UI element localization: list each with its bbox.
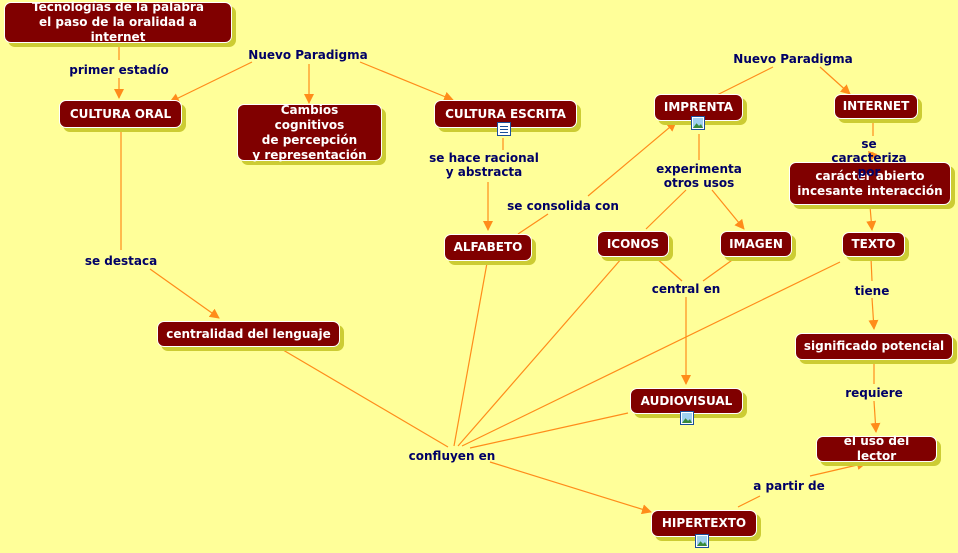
- hipertexto-node[interactable]: HIPERTEXTO: [651, 510, 757, 537]
- centralidad-lenguaje-node[interactable]: centralidad del lenguaje: [157, 321, 340, 347]
- alfabeto-node[interactable]: ALFABETO: [444, 234, 532, 261]
- link-central-en: central en: [651, 282, 721, 296]
- link-se-destaca: se destaca: [84, 254, 158, 268]
- image-icon[interactable]: [680, 411, 694, 425]
- uso-lector-node[interactable]: el uso del lector: [816, 434, 937, 463]
- title-node[interactable]: Tecnologías de la palabra el paso de la …: [4, 0, 232, 44]
- texto-node[interactable]: TEXTO: [842, 232, 905, 257]
- cultura-escrita-node[interactable]: CULTURA ESCRITA: [434, 100, 577, 128]
- significado-potencial-node[interactable]: significado potencial: [795, 333, 953, 360]
- link-a-partir-de: a partir de: [753, 479, 825, 493]
- link-nuevo-paradigma-2: Nuevo Paradigma: [733, 52, 853, 66]
- document-icon[interactable]: [497, 122, 511, 136]
- cambios-cognitivos-node[interactable]: Cambios cognitivos de percepción y repre…: [237, 103, 382, 162]
- iconos-node[interactable]: ICONOS: [597, 231, 669, 257]
- caracter-abierto-node[interactable]: carácter abierto incesante interacción: [789, 162, 951, 205]
- imagen-node[interactable]: IMAGEN: [720, 231, 792, 257]
- imprenta-node[interactable]: IMPRENTA: [654, 94, 743, 121]
- link-tiene: tiene: [854, 284, 890, 298]
- link-requiere: requiere: [845, 386, 903, 400]
- image-icon[interactable]: [691, 116, 705, 130]
- internet-node[interactable]: INTERNET: [834, 94, 918, 119]
- link-experimenta: experimenta otros usos: [656, 162, 742, 190]
- image-icon[interactable]: [695, 534, 709, 548]
- link-se-consolida: se consolida con: [507, 199, 619, 213]
- link-primer-estadio: primer estadío: [69, 63, 169, 77]
- link-se-caracteriza: se caracteriza por: [831, 137, 907, 179]
- link-nuevo-paradigma-1: Nuevo Paradigma: [248, 48, 368, 62]
- link-se-hace-racional: se hace racional y abstracta: [429, 151, 539, 179]
- audiovisual-node[interactable]: AUDIOVISUAL: [630, 388, 743, 414]
- link-confluyen-en: confluyen en: [408, 449, 496, 463]
- cultura-oral-node[interactable]: CULTURA ORAL: [59, 100, 182, 128]
